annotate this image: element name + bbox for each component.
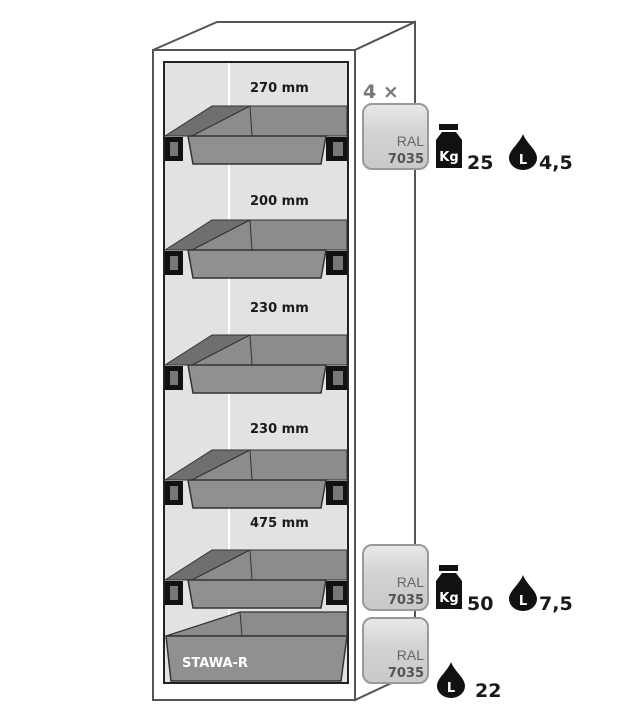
svg-text:L: L [519, 594, 527, 609]
ral-label: RAL [397, 574, 424, 590]
weight-icon: Kg [436, 124, 462, 168]
drawer-tray [163, 549, 348, 609]
spec-group: RAL 7035 Kg 25 L 4,5 [362, 103, 573, 174]
ral-label: RAL [397, 647, 424, 663]
drawer-front [187, 364, 327, 394]
sump-volume: 7,5 [539, 593, 573, 615]
ral-code: 7035 [388, 666, 424, 681]
drawer-count: 4 × [363, 81, 399, 103]
drawer-tray [163, 219, 348, 279]
shelf-height-4: 230 mm [250, 422, 309, 437]
color-swatch [362, 544, 429, 611]
drawer-front [187, 579, 327, 609]
droplet-icon: L [509, 575, 537, 611]
color-swatch [362, 103, 429, 170]
drawer-tray [163, 105, 348, 165]
color-swatch [362, 617, 429, 684]
load-capacity: 50 [467, 593, 493, 615]
load-capacity: 25 [467, 152, 493, 174]
drawer-front [187, 135, 327, 165]
drawer-tray [163, 334, 348, 394]
ral-label: RAL [397, 133, 424, 149]
drawer-front [187, 249, 327, 279]
shelf-height-3: 230 mm [250, 301, 309, 316]
sump-tray: STAWA-R [165, 611, 348, 682]
svg-text:L: L [447, 681, 455, 696]
droplet-icon: L [437, 662, 465, 698]
ral-code: 7035 [388, 152, 424, 167]
weight-icon: Kg [436, 565, 462, 609]
ral-code: 7035 [388, 593, 424, 608]
spec-group: RAL 7035 Kg 50 L 7,5 [362, 544, 573, 615]
droplet-icon: L [509, 134, 537, 170]
svg-text:Kg: Kg [439, 150, 458, 165]
shelf-height-1: 270 mm [250, 81, 309, 96]
shelf-height-2: 200 mm [250, 194, 309, 209]
drawer-front [187, 479, 327, 509]
product-label: STAWA-R [182, 656, 248, 671]
shelf-height-5: 475 mm [250, 516, 309, 531]
drawer-tray [163, 449, 348, 509]
svg-text:Kg: Kg [439, 591, 458, 606]
svg-text:L: L [519, 153, 527, 168]
sump-volume: 22 [475, 680, 501, 702]
sump-volume: 4,5 [539, 152, 573, 174]
